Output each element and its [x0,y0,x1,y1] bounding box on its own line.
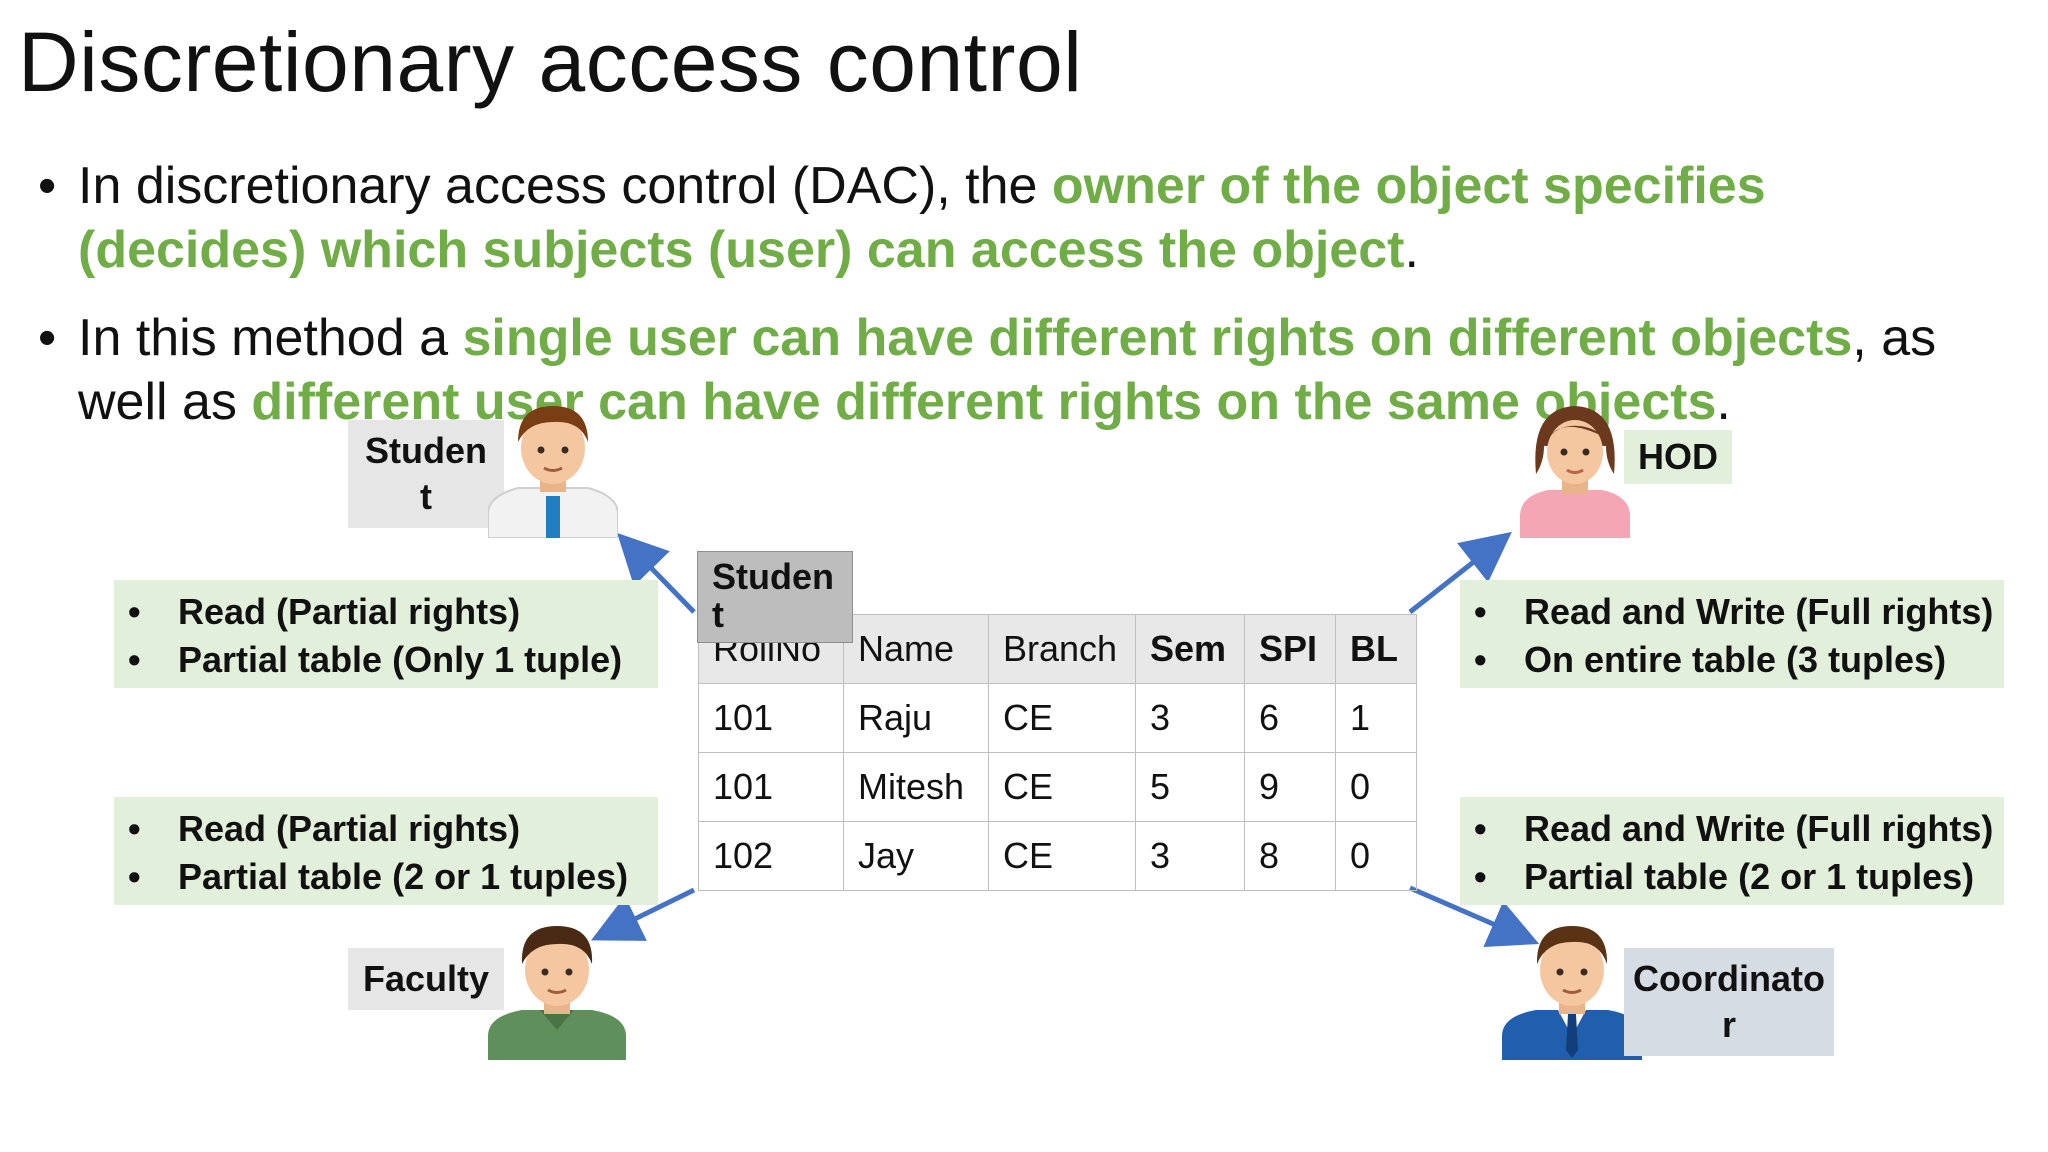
arrow-to-hod [1408,531,1512,614]
faculty-rights-box: Read (Partial rights) Partial table (2 o… [114,797,658,905]
hod-label-text: HOD [1638,436,1718,477]
bullet-dot: • [38,309,57,367]
table-row: 102 Jay CE 3 8 0 [698,821,1417,891]
student-right-2: Partial table (Only 1 tuple) [114,636,658,684]
faculty-label: Faculty [348,948,504,1010]
male-coordinator-avatar-icon [1502,926,1642,1060]
hod-label: HOD [1624,430,1732,484]
table-cell: 102 [698,821,844,891]
hod-rights-box: Read and Write (Full rights) On entire t… [1460,580,2004,688]
table-cell: 0 [1335,752,1417,822]
table-cell: Jay [843,821,989,891]
table-cell: Mitesh [843,752,989,822]
bullet-2-part-1: In this method a [78,309,463,367]
hod-right-2: On entire table (3 tuples) [1460,636,2004,684]
student-label: Studen t [348,420,504,528]
male-student-avatar-icon [488,406,618,538]
faculty-right-2: Partial table (2 or 1 tuples) [114,853,658,901]
arrow-to-coordinator [1409,885,1540,948]
coordinator-right-1: Read and Write (Full rights) [1460,805,2004,853]
table-cell: 8 [1244,821,1336,891]
bullet-2-part-3: , as well as [78,309,1937,431]
table-cell: 101 [698,683,844,753]
male-faculty-avatar-icon [488,926,626,1060]
col-header-branch: Branch [988,614,1136,684]
table-cell: 9 [1244,752,1336,822]
table-cell: 6 [1244,683,1336,753]
bullet-1-part-3: . [1404,221,1419,279]
table-cell: CE [988,683,1136,753]
student-data-table: RollNo Name Branch Sem SPI BL 101 Raju C… [698,614,1417,891]
table-row: 101 Raju CE 3 6 1 [698,683,1417,753]
hod-right-1: Read and Write (Full rights) [1460,588,2004,636]
col-header-spi: SPI [1244,614,1336,684]
col-header-bl: BL [1335,614,1417,684]
arrow-to-student [617,532,696,614]
coordinator-label: Coordinato r [1624,948,1834,1056]
bullet-1-part-2: owner of the object specifies (decides) … [78,157,1766,279]
bullet-2-part-2: single user can have different rights on… [462,309,1853,367]
table-name-label-text: Studen t [712,556,834,635]
col-header-sem: Sem [1135,614,1245,684]
arrow-to-faculty [591,887,696,941]
female-hod-avatar-icon [1520,406,1630,538]
table-cell: 3 [1135,683,1245,753]
table-cell: CE [988,752,1136,822]
bullet-2-part-5: . [1716,373,1731,431]
student-rights-box: Read (Partial rights) Partial table (Onl… [114,580,658,688]
slide-title: Discretionary access control [18,15,1083,109]
student-right-1: Read (Partial rights) [114,588,658,636]
coordinator-right-2: Partial table (2 or 1 tuples) [1460,853,2004,901]
table-row: 101 Mitesh CE 5 9 0 [698,752,1417,822]
table-cell: 5 [1135,752,1245,822]
bullet-1-text: In discretionary access control (DAC), t… [78,154,2008,282]
coordinator-rights-box: Read and Write (Full rights) Partial tab… [1460,797,2004,905]
faculty-label-text: Faculty [362,958,490,999]
table-cell: 101 [698,752,844,822]
table-cell: CE [988,821,1136,891]
student-label-text: Studen t [365,430,487,517]
table-name-label: Studen t [697,551,853,643]
bullet-dot: • [38,157,57,215]
table-cell: 1 [1335,683,1417,753]
bullet-2-text: In this method a single user can have di… [78,306,2008,434]
table-cell: 0 [1335,821,1417,891]
table-cell: Raju [843,683,989,753]
col-header-name: Name [843,614,989,684]
coordinator-label-text: Coordinato r [1633,958,1825,1045]
table-cell: 3 [1135,821,1245,891]
faculty-right-1: Read (Partial rights) [114,805,658,853]
bullet-1-part-1: In discretionary access control (DAC), t… [78,157,1052,215]
